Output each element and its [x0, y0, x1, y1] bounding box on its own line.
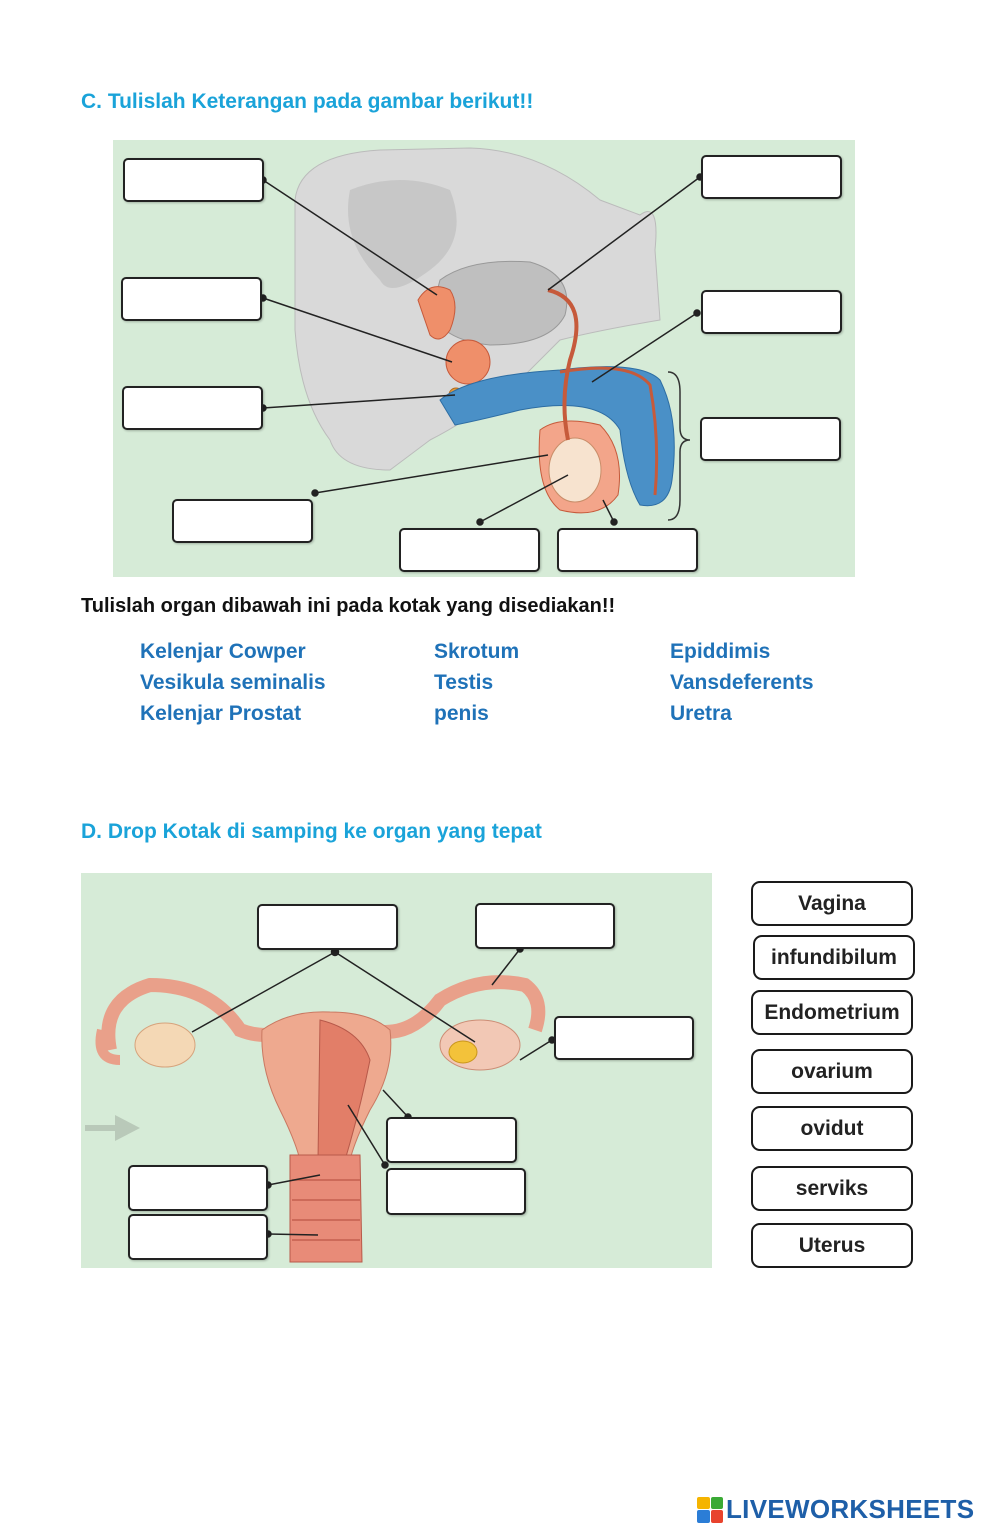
section-d-title: D. Drop Kotak di samping ke organ yang t…	[81, 820, 542, 843]
male-answer-input-7[interactable]	[703, 157, 840, 197]
word-bank-item: Vansdeferents	[670, 671, 814, 694]
drag-item-ovidut[interactable]: ovidut	[751, 1106, 913, 1151]
male-answer-box-2[interactable]	[121, 277, 262, 321]
drag-item-infundibilum[interactable]: infundibilum	[753, 935, 915, 980]
male-answer-input-1[interactable]	[125, 160, 262, 200]
female-drop-box-4[interactable]	[386, 1117, 517, 1163]
male-answer-box-8[interactable]	[701, 290, 842, 334]
word-bank-item: penis	[434, 702, 489, 725]
male-answer-input-2[interactable]	[123, 279, 260, 319]
female-drop-box-3[interactable]	[554, 1016, 694, 1060]
word-bank-item: Testis	[434, 671, 494, 694]
liveworksheets-logo-text: LIVEWORKSHEETS	[726, 1494, 975, 1524]
male-answer-box-5[interactable]	[399, 528, 540, 572]
male-answer-box-9[interactable]	[700, 417, 841, 461]
word-bank-item: Epiddimis	[670, 640, 771, 663]
female-drop-box-7[interactable]	[128, 1214, 268, 1260]
male-answer-box-7[interactable]	[701, 155, 842, 199]
drag-item-serviks[interactable]: serviks	[751, 1166, 913, 1211]
male-answer-box-4[interactable]	[172, 499, 313, 543]
female-drop-box-6[interactable]	[128, 1165, 268, 1211]
drag-item-endometrium[interactable]: Endometrium	[751, 990, 913, 1035]
word-bank-item: Kelenjar Prostat	[140, 702, 302, 725]
drag-item-uterus[interactable]: Uterus	[751, 1223, 913, 1268]
word-bank-item: Kelenjar Cowper	[140, 640, 306, 663]
female-drop-box-5[interactable]	[386, 1168, 526, 1215]
female-drop-box-2[interactable]	[475, 903, 615, 949]
word-bank-item: Uretra	[670, 702, 732, 725]
drag-item-vagina[interactable]: Vagina	[751, 881, 913, 926]
male-answer-input-8[interactable]	[703, 292, 840, 332]
male-answer-input-6[interactable]	[559, 530, 696, 570]
female-drop-box-1[interactable]	[257, 904, 398, 950]
section-c-title: C. Tulislah Keterangan pada gambar berik…	[81, 90, 534, 113]
word-bank-item: Skrotum	[434, 640, 520, 663]
liveworksheets-logo: LIVEWORKSHEETS	[697, 1494, 974, 1525]
male-answer-input-9[interactable]	[702, 419, 839, 459]
liveworksheets-logo-icon	[697, 1496, 723, 1523]
male-answer-input-4[interactable]	[174, 501, 311, 541]
male-answer-box-1[interactable]	[123, 158, 264, 202]
drag-item-ovarium[interactable]: ovarium	[751, 1049, 913, 1094]
male-answer-box-3[interactable]	[122, 386, 263, 430]
male-answer-input-3[interactable]	[124, 388, 261, 428]
word-bank-instruction: Tulislah organ dibawah ini pada kotak ya…	[81, 595, 616, 617]
word-bank-item: Vesikula seminalis	[140, 671, 326, 694]
male-answer-box-6[interactable]	[557, 528, 698, 572]
male-answer-input-5[interactable]	[401, 530, 538, 570]
